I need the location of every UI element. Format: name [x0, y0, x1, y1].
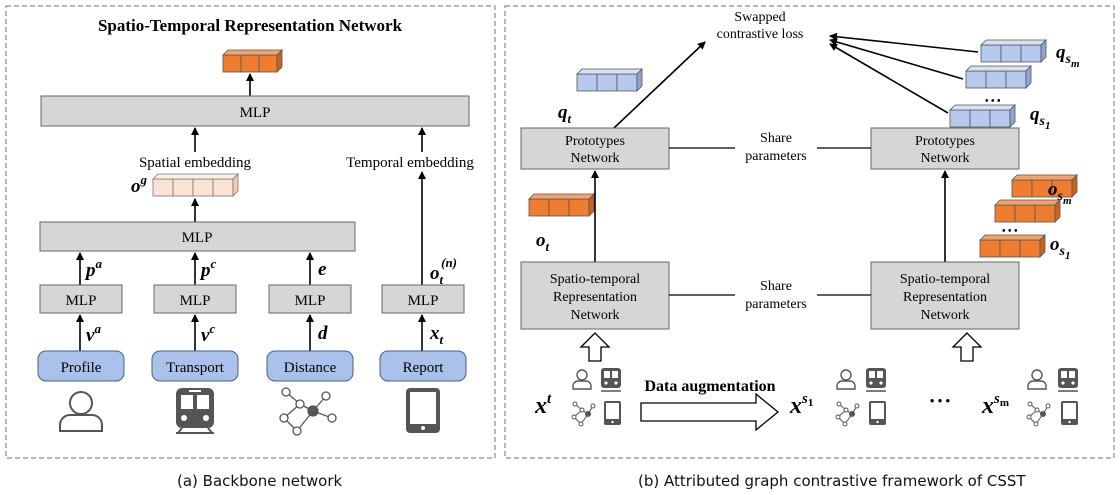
o-t-label: ot [536, 230, 550, 254]
o-s1-label: os1 [1050, 234, 1070, 262]
q-s-mid-vector [965, 65, 1032, 89]
xt-label: xt [429, 323, 444, 347]
loss-label-1: Swapped [734, 10, 785, 25]
share-top-line2: parameters [745, 149, 806, 164]
spatial-embedding-label: Spatial embedding [139, 155, 252, 171]
input-report-label: Report [403, 360, 445, 376]
graph-icon [835, 401, 860, 427]
graph-icon [571, 401, 596, 427]
q-sm-label: qsm [1056, 42, 1080, 70]
graph-icon [1026, 401, 1051, 427]
strn-right-line3: Network [921, 308, 970, 323]
hollow-arrow-right [951, 332, 983, 362]
caption-a: (a) Backbone network [177, 472, 343, 490]
proto-right-line2: Network [921, 151, 970, 166]
input-distance [266, 350, 354, 382]
loss-label-2: contrastive loss [717, 27, 804, 42]
va-label: va [86, 321, 101, 346]
vc-label: vc [201, 321, 215, 346]
x-s1-label: xs1 [789, 391, 813, 419]
mlp-label-report: MLP [408, 293, 439, 309]
person-icon [59, 391, 103, 432]
graph-icon [279, 387, 337, 436]
o-s-mid-vector [994, 199, 1061, 223]
panel-b-border [504, 5, 1115, 459]
mlp-label-profile: MLP [66, 293, 97, 309]
prototypes-network-right [870, 127, 1020, 170]
input-distance-label: Distance [284, 360, 337, 376]
train-icon [601, 368, 621, 392]
top-mlp-label: MLP [240, 105, 271, 121]
strn-left-line3: Network [571, 308, 620, 323]
mlp-box-distance [268, 284, 352, 314]
tablet-icon [869, 401, 886, 425]
og-label: og [131, 172, 148, 197]
input-profile-label: Profile [61, 360, 102, 376]
q-s1-label: qs1 [1030, 104, 1050, 132]
q-t-vector [576, 68, 643, 92]
q-sm-vector [980, 39, 1047, 63]
mlp-label-distance: MLP [295, 293, 326, 309]
proto-left-line2: Network [571, 151, 620, 166]
o-s1-vector [979, 234, 1046, 258]
strn-left [520, 261, 670, 330]
tablet-icon [604, 401, 621, 425]
q-t-label: qt [558, 102, 572, 126]
train-icon [1058, 368, 1078, 392]
train-icon [866, 368, 886, 392]
o-dots: • • • [1002, 226, 1018, 237]
caption-b: (b) Attributed graph contrastive framewo… [638, 472, 1026, 490]
x-t-label: xt [534, 391, 552, 419]
data-augmentation-arrow [640, 392, 780, 432]
proto-left-line1: Prototypes [565, 134, 625, 149]
person-icon [836, 369, 856, 390]
person-icon [1027, 369, 1047, 390]
strn-right-line2: Representation [903, 290, 987, 305]
q-dots: • • • [985, 96, 1001, 107]
share-bottom-line2: parameters [745, 297, 806, 312]
pa-label: pa [84, 256, 103, 281]
train-icon [176, 388, 214, 434]
temporal-embedding-label: Temporal embedding [346, 155, 474, 171]
share-bottom-line1: Share [760, 279, 792, 294]
tablet-icon [1061, 401, 1078, 425]
input-transport-label: Transport [166, 360, 225, 376]
o-sm-vector [1011, 174, 1078, 198]
person-icon [572, 369, 592, 390]
strn-right-line1: Spatio-temporal [900, 272, 990, 287]
otn-label: ot(n) [430, 255, 457, 287]
o-t-vector [528, 193, 595, 217]
d-label: d [318, 323, 328, 344]
spatial-embedding-vector [152, 173, 239, 197]
mlp-box-report [381, 284, 465, 314]
samples-ellipsis: • • • [930, 393, 951, 408]
top-mlp-box [40, 95, 470, 127]
hollow-arrow-left [579, 332, 611, 362]
q-s1-vector [949, 104, 1016, 128]
tablet-icon [406, 388, 440, 433]
mlp-box-profile [39, 284, 123, 314]
strn-left-line2: Representation [553, 290, 637, 305]
pc-label: pc [199, 256, 217, 281]
panel-a-border [5, 5, 496, 459]
o-sm-label: osm [1048, 179, 1072, 207]
share-top-line1: Share [760, 131, 792, 146]
input-transport [151, 350, 239, 382]
input-report [379, 350, 467, 382]
strn-left-line1: Spatio-temporal [550, 272, 640, 287]
output-vector [222, 49, 283, 73]
x-sm-label: xsm [981, 391, 1009, 419]
mlp-label-transport: MLP [180, 293, 211, 309]
strn-right [870, 261, 1020, 330]
mlp-box-transport [153, 284, 237, 314]
mid-mlp-label: MLP [182, 230, 213, 246]
mid-mlp-box [39, 221, 356, 252]
input-profile [37, 350, 125, 382]
e-label: e [318, 259, 327, 280]
panel-a-title: Spatio-Temporal Representation Network [98, 16, 403, 35]
data-augmentation-label: Data augmentation [644, 378, 775, 395]
proto-right-line1: Prototypes [915, 134, 975, 149]
